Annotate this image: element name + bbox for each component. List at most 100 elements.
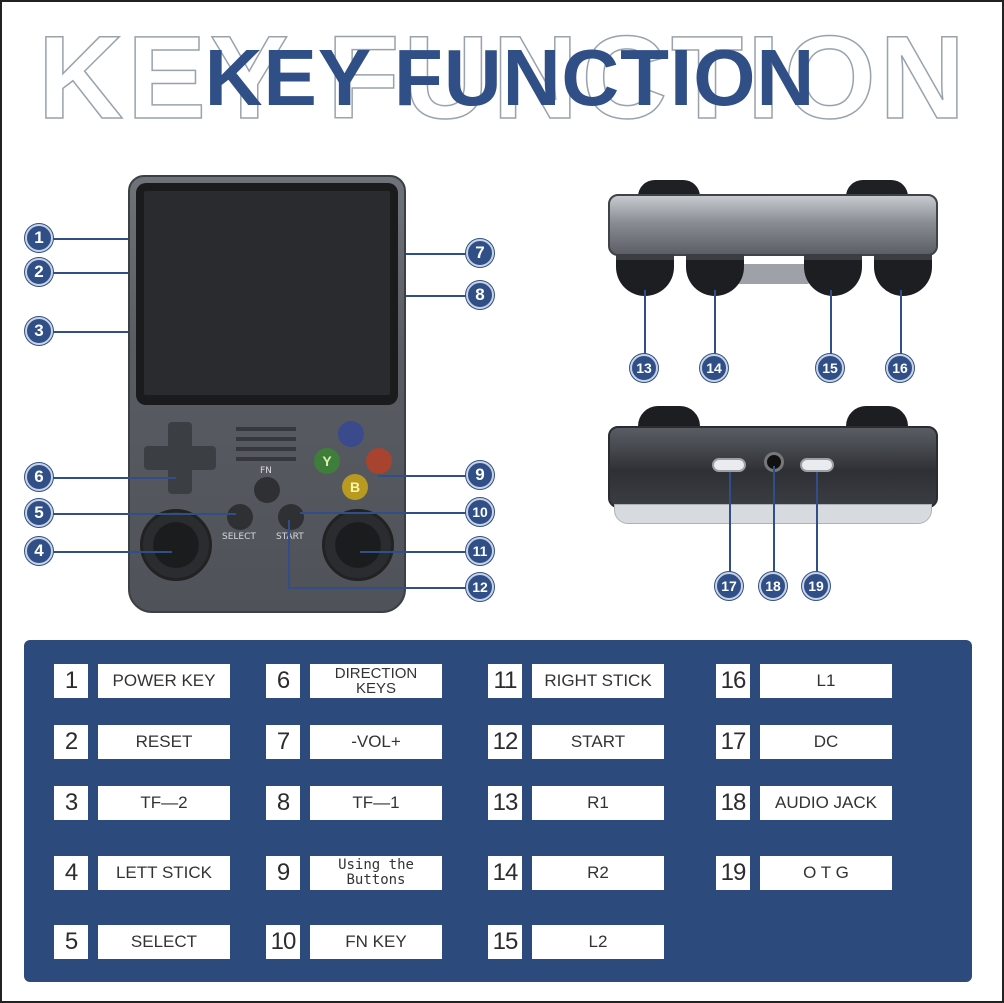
select-label: SELECT xyxy=(222,532,256,542)
leader-line-14 xyxy=(714,290,716,354)
legend-number: 13 xyxy=(488,786,522,820)
legend-label: Using the Buttons xyxy=(310,856,442,890)
legend-number: 11 xyxy=(488,664,522,698)
legend-number: 4 xyxy=(54,856,88,890)
callout-badge-9: 9 xyxy=(466,461,494,489)
legend-number: 1 xyxy=(54,664,88,698)
callout-badge-4: 4 xyxy=(25,537,53,565)
screen xyxy=(144,191,390,395)
legend-number: 12 xyxy=(488,725,522,759)
callout-badge-7: 7 xyxy=(466,239,494,267)
callout-badge-13: 13 xyxy=(630,354,658,382)
legend-number: 9 xyxy=(266,856,300,890)
leader-line-18 xyxy=(773,466,775,572)
b-button-graphic: B xyxy=(342,474,368,500)
legend-label: POWER KEY xyxy=(98,664,230,698)
legend-label: O T G xyxy=(760,856,892,890)
select-button-graphic xyxy=(227,504,253,530)
legend-label-line1: Using the xyxy=(338,857,414,873)
legend-label: FN KEY xyxy=(310,925,442,959)
legend-number: 15 xyxy=(488,925,522,959)
callout-badge-10: 10 xyxy=(466,498,494,526)
leader-line-15 xyxy=(830,290,832,354)
callout-badge-19: 19 xyxy=(802,572,830,600)
callout-badge-2: 2 xyxy=(25,258,53,286)
legend-label: START xyxy=(532,725,664,759)
leader-line-12-v xyxy=(288,520,290,588)
legend-label: RESET xyxy=(98,725,230,759)
callout-badge-16: 16 xyxy=(886,354,914,382)
leader-line-9 xyxy=(378,475,468,477)
callout-badge-14: 14 xyxy=(700,354,728,382)
leader-line-7 xyxy=(406,253,468,255)
legend-label: RIGHT STICK xyxy=(532,664,664,698)
leader-line-19 xyxy=(816,472,818,572)
leader-line-2 xyxy=(52,272,128,274)
leader-line-1 xyxy=(52,238,128,240)
leader-line-8 xyxy=(406,295,468,297)
legend-label: R1 xyxy=(532,786,664,820)
dc-port-graphic xyxy=(712,458,746,472)
legend-number: 19 xyxy=(716,856,750,890)
legend-number: 14 xyxy=(488,856,522,890)
legend-number: 3 xyxy=(54,786,88,820)
otg-port-graphic xyxy=(800,458,834,472)
legend-label-line2: KEYS xyxy=(355,680,397,697)
leader-line-12 xyxy=(288,587,468,589)
fn-label: FN xyxy=(260,466,272,476)
legend-number: 5 xyxy=(54,925,88,959)
callout-badge-5: 5 xyxy=(25,499,53,527)
callout-badge-11: 11 xyxy=(466,537,494,565)
handheld-front-image: FN SELECT START Y B xyxy=(128,175,406,613)
legend-label: DIRECTION KEYS xyxy=(310,664,442,698)
callout-badge-8: 8 xyxy=(466,281,494,309)
dpad-horizontal xyxy=(144,446,216,470)
start-button-graphic xyxy=(278,504,304,530)
leader-line-17 xyxy=(729,472,731,572)
legend-label: R2 xyxy=(532,856,664,890)
callout-badge-17: 17 xyxy=(715,572,743,600)
callout-badge-18: 18 xyxy=(759,572,787,600)
legend-number: 18 xyxy=(716,786,750,820)
callout-badge-1: 1 xyxy=(25,224,53,252)
key-legend-panel: 1 POWER KEY 2 RESET 3 TF—2 4 LETT STICK … xyxy=(24,640,972,982)
legend-label: TF—2 xyxy=(98,786,230,820)
legend-label: L1 xyxy=(760,664,892,698)
title-outline-text: KEY FUNCTION xyxy=(38,26,969,130)
callout-badge-6: 6 xyxy=(25,463,53,491)
page-title: KEY FUNCTION xyxy=(204,33,816,122)
fn-button-graphic xyxy=(254,477,280,503)
screen-bezel xyxy=(136,183,398,405)
leader-line-6 xyxy=(52,477,176,479)
handheld-top-view-image xyxy=(608,180,938,296)
legend-label-line2: Buttons xyxy=(346,872,406,888)
legend-number: 7 xyxy=(266,725,300,759)
leader-line-13 xyxy=(644,290,646,354)
legend-label: DC xyxy=(760,725,892,759)
legend-label: TF—1 xyxy=(310,786,442,820)
leader-line-11 xyxy=(360,551,468,553)
callout-badge-12: 12 xyxy=(466,573,494,601)
leader-line-4 xyxy=(52,551,172,553)
legend-number: 17 xyxy=(716,725,750,759)
leader-line-10 xyxy=(300,512,468,514)
legend-label: LETT STICK xyxy=(98,856,230,890)
leader-line-3 xyxy=(52,331,128,333)
legend-label: L2 xyxy=(532,925,664,959)
callout-badge-3: 3 xyxy=(25,317,53,345)
leader-line-5 xyxy=(52,513,236,515)
legend-number: 10 xyxy=(266,925,300,959)
legend-label: AUDIO JACK xyxy=(760,786,892,820)
shoulder-l1-graphic xyxy=(874,254,932,296)
shoulder-l2-graphic xyxy=(804,254,862,296)
legend-number: 8 xyxy=(266,786,300,820)
legend-number: 2 xyxy=(54,725,88,759)
legend-label: -VOL+ xyxy=(310,725,442,759)
y-button-graphic: Y xyxy=(314,448,340,474)
speaker-grille xyxy=(236,427,296,467)
callout-badge-15: 15 xyxy=(816,354,844,382)
legend-number: 16 xyxy=(716,664,750,698)
x-button-graphic xyxy=(338,421,364,447)
top-view-body xyxy=(608,194,938,256)
leader-line-16 xyxy=(900,290,902,354)
